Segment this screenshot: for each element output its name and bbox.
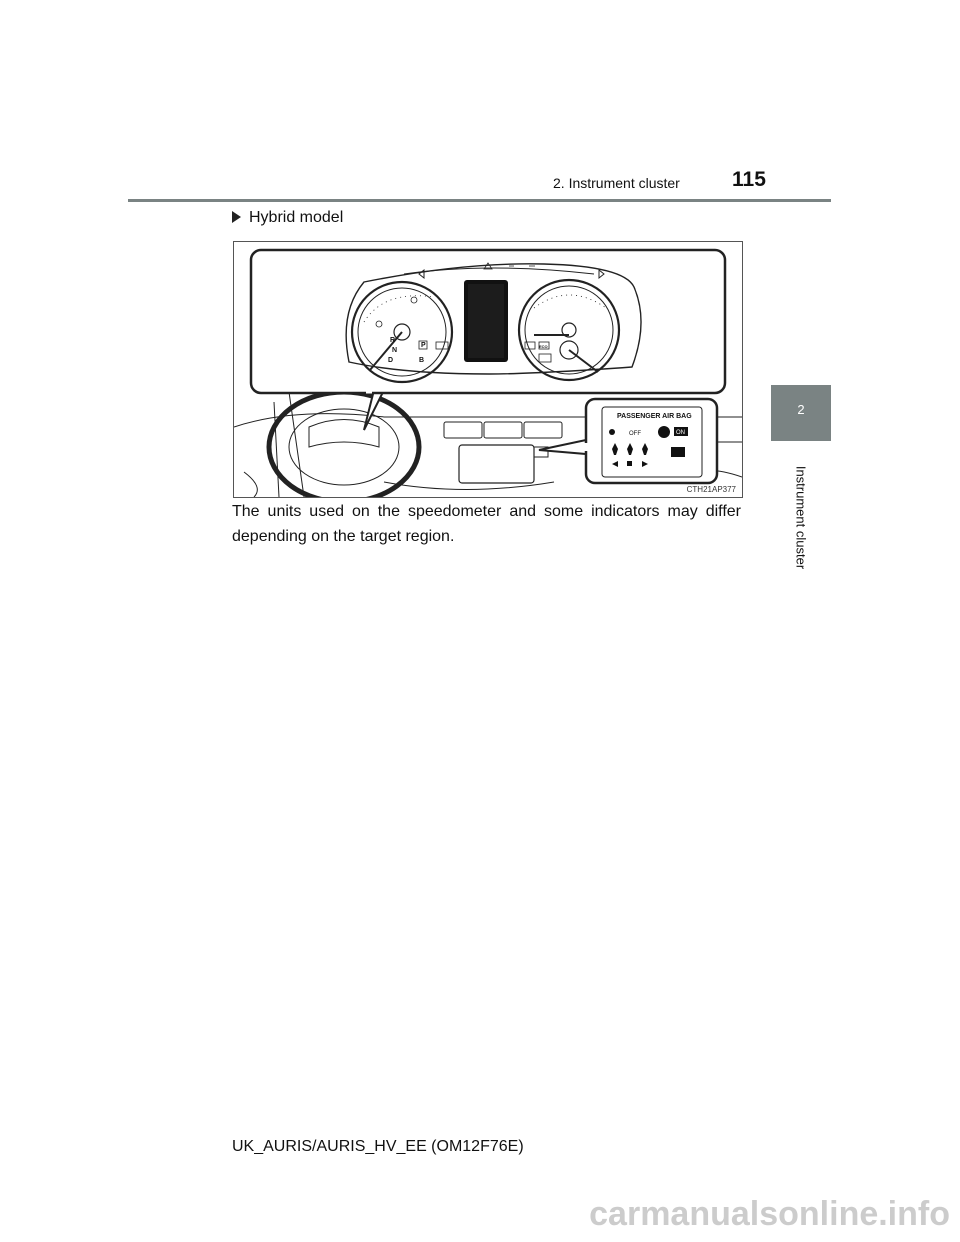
watermark: carmanualsonline.info [589, 1195, 950, 1233]
airbag-label: PASSENGER AIR BAG [617, 413, 692, 420]
subheading: Hybrid model [232, 209, 343, 227]
shift-d: D [388, 357, 393, 364]
shift-b: B [419, 357, 424, 364]
body-paragraph: The units used on the speedometer and so… [232, 503, 741, 545]
subheading-text: Hybrid model [249, 209, 344, 226]
airbag-on: ON [676, 430, 685, 436]
header-rule [128, 199, 831, 202]
shift-r: R [390, 337, 395, 344]
header-section-title: 2. Instrument cluster [553, 175, 680, 191]
eco-label: ECO [539, 344, 548, 349]
airbag-off: OFF [629, 431, 641, 437]
chapter-tab-label: Instrument cluster [793, 465, 809, 570]
page-number: 115 [732, 168, 766, 191]
chapter-tab: 2 [771, 385, 831, 441]
instrument-cluster-figure: R N D B P ECO PASSENGER AIR BAG OFF ON [233, 241, 743, 498]
shift-n: N [392, 347, 397, 354]
footer-manual-code: UK_AURIS/AURIS_HV_EE (OM12F76E) [232, 1138, 524, 1155]
chapter-tab-number: 2 [797, 402, 805, 417]
figure-code: CTH21AP377 [686, 485, 736, 494]
triangle-right-icon [232, 211, 241, 223]
shift-p: P [421, 342, 426, 349]
cluster-illustration: R N D B P ECO PASSENGER AIR BAG OFF ON [234, 248, 742, 497]
